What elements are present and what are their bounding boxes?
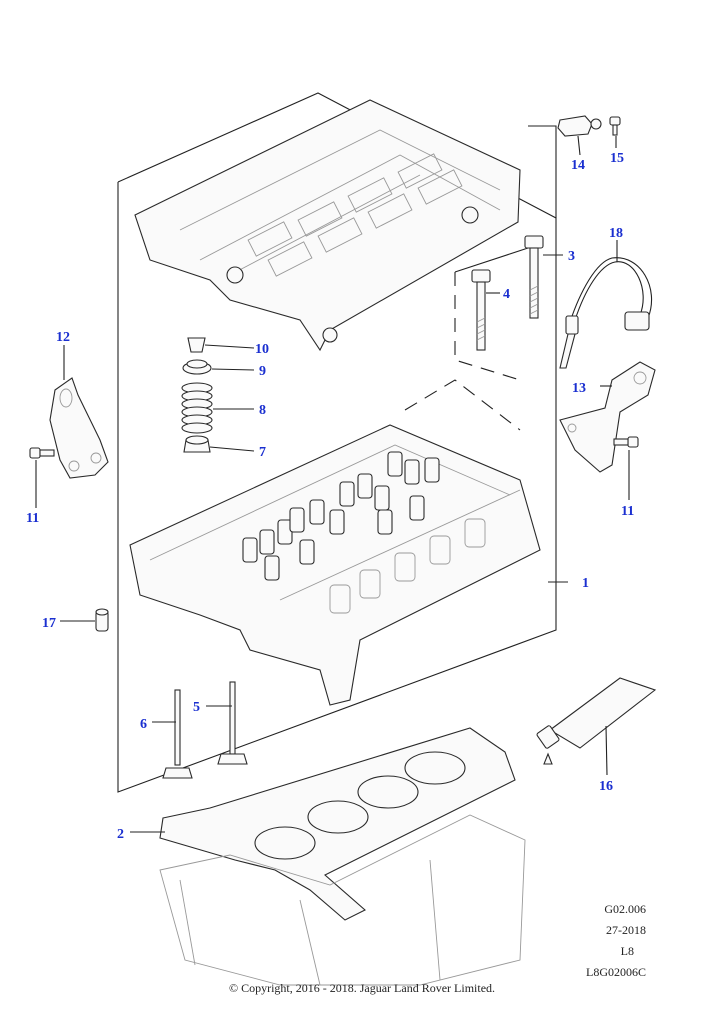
callout-8: 8	[259, 403, 266, 418]
bracket-12	[49, 377, 109, 479]
sensor-18	[559, 257, 653, 369]
head-gasket	[159, 727, 516, 921]
cylinder-head	[129, 424, 541, 706]
callout-3: 3	[568, 249, 575, 264]
callout-13: 13	[572, 381, 586, 396]
screw-15	[609, 116, 621, 136]
sealant-tube-16	[536, 677, 657, 765]
valve-spring-8	[181, 382, 213, 434]
callout-6: 6	[140, 717, 147, 732]
callout-11-right: 11	[621, 504, 634, 519]
callout-5: 5	[193, 700, 200, 715]
callout-14: 14	[571, 158, 585, 173]
callout-2: 2	[117, 827, 124, 842]
sensor-frame	[454, 247, 529, 273]
diagram-model: L8	[620, 944, 634, 958]
valve-stem-seal-7	[183, 435, 211, 453]
valve-6	[162, 689, 193, 779]
dowel-17	[95, 608, 109, 632]
leader-lines	[35, 135, 630, 833]
spring-retainer-9	[182, 359, 212, 375]
valve-5	[217, 681, 248, 765]
sensor-14	[557, 115, 602, 137]
callout-10: 10	[255, 342, 269, 357]
bolt-4	[471, 269, 491, 351]
engine-block-ghost	[159, 814, 526, 986]
diagram-ref: L8G02006C	[586, 965, 646, 979]
bolt-11-right	[613, 436, 639, 448]
camshaft-carrier	[134, 99, 521, 352]
callout-11-left: 11	[26, 511, 39, 526]
callout-7: 7	[259, 445, 266, 460]
callout-12: 12	[56, 330, 70, 345]
callout-15: 15	[610, 151, 624, 166]
copyright-notice: © Copyright, 2016 - 2018. Jaguar Land Ro…	[228, 981, 496, 995]
collets-10	[187, 337, 206, 353]
callout-1: 1	[582, 576, 589, 591]
callout-18: 18	[609, 226, 623, 241]
callout-17: 17	[42, 616, 56, 631]
assembly-frame	[117, 92, 557, 793]
callout-4: 4	[503, 287, 510, 302]
dash-line-mid	[404, 379, 521, 431]
dash-line-upper	[454, 272, 521, 381]
diagram-date: 27-2018	[606, 923, 646, 937]
callout-16: 16	[599, 779, 613, 794]
assembly-frame-inner	[528, 125, 557, 218]
bolt-11-left	[29, 447, 55, 459]
callout-9: 9	[259, 364, 266, 379]
diagram-code: G02.006	[604, 902, 646, 916]
bracket-13	[559, 361, 656, 473]
bolt-3	[524, 235, 544, 319]
